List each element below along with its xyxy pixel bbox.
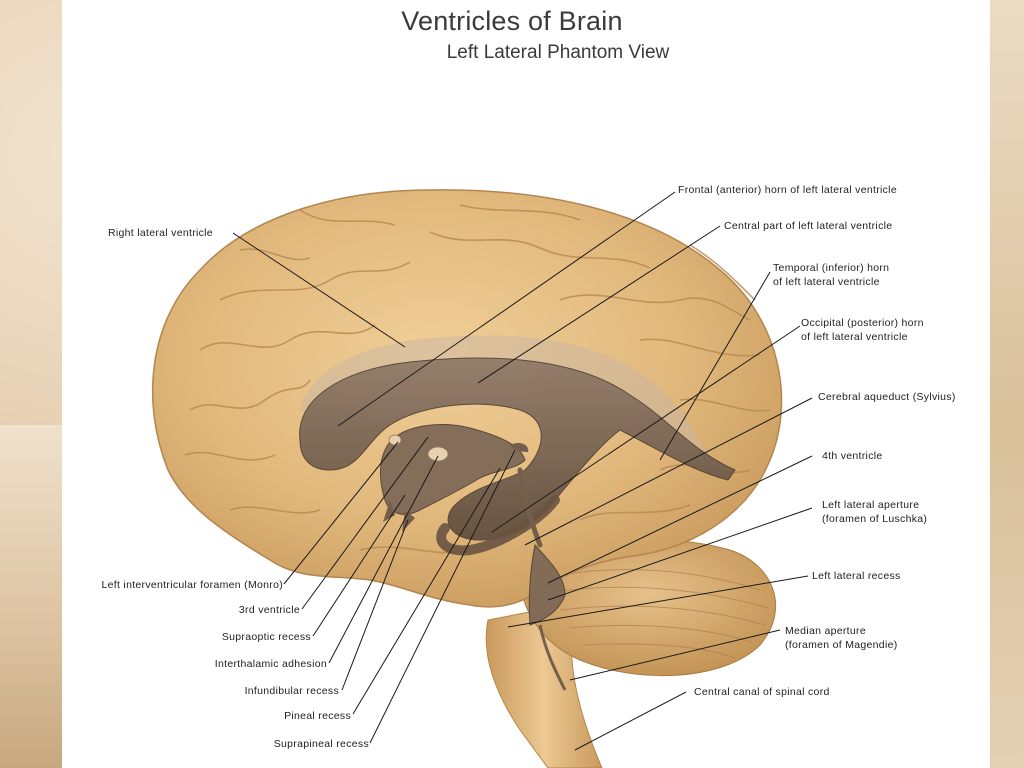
- leader-third-ventricle: [301, 436, 429, 610]
- leader-interthalamic-adhesion: [328, 455, 439, 664]
- cerebral-aqueduct-shape: [517, 467, 543, 548]
- pineal-recess-shape: [510, 442, 529, 452]
- diagram-title: Ventricles of Brain: [401, 6, 623, 36]
- leader-occipital-horn: [491, 325, 801, 533]
- label-pineal-recess: Pineal recess: [284, 710, 351, 722]
- label-occipital-horn-line1: Occipital (posterior) horn: [801, 317, 924, 329]
- leader-median-aperture: [569, 629, 781, 681]
- right-sketch-strip: [990, 0, 1024, 768]
- label-central-canal: Central canal of spinal cord: [694, 686, 830, 698]
- leader-right-lateral-ventricle: [232, 232, 406, 348]
- monro-foramen-shape: [388, 434, 402, 446]
- leader-central-part: [477, 225, 721, 384]
- label-left-lateral-recess: Left lateral recess: [812, 570, 901, 582]
- label-left-lateral-aperture-line2: (foramen of Luschka): [822, 513, 927, 525]
- leader-fourth-ventricle: [547, 455, 813, 584]
- diagram-subtitle: Left Lateral Phantom View: [446, 42, 670, 63]
- leader-lines: [232, 191, 813, 751]
- leader-pineal-recess: [352, 467, 501, 715]
- leader-infundibular-recess: [341, 519, 409, 691]
- label-central-part: Central part of left lateral ventricle: [724, 220, 892, 232]
- leader-temporal-horn: [659, 271, 771, 461]
- label-frontal-horn: Frontal (anterior) horn of left lateral …: [678, 184, 897, 196]
- label-median-aperture-line1: Median aperture: [785, 625, 866, 637]
- leader-left-lateral-recess: [507, 575, 809, 628]
- cerebral-sulci: [184, 204, 771, 554]
- leader-frontal-horn: [337, 191, 676, 427]
- fourth-ventricle-shape: [528, 543, 566, 626]
- third-ventricle-shape: [380, 423, 526, 515]
- label-median-aperture-line2: (foramen of Magendie): [785, 639, 898, 651]
- label-occipital-horn-line2: of left lateral ventricle: [801, 331, 908, 343]
- ventricular-system: [299, 335, 736, 691]
- label-fourth-ventricle: 4th ventricle: [822, 450, 883, 462]
- supraoptic-recess-shape: [383, 500, 395, 522]
- central-canal-shape: [538, 624, 567, 691]
- leader-cerebral-aqueduct: [524, 397, 813, 546]
- label-interthalamic-adhesion: Interthalamic adhesion: [215, 658, 327, 670]
- label-suprapineal-recess: Suprapineal recess: [274, 738, 369, 750]
- leader-supraoptic-recess: [312, 494, 406, 637]
- temporal-horn-shape: [436, 495, 560, 556]
- leader-monro-foramen: [283, 441, 399, 585]
- label-left-lateral-aperture-line1: Left lateral aperture: [822, 499, 919, 511]
- label-monro-foramen: Left interventricular foramen (Monro): [102, 579, 284, 591]
- labels: Right lateral ventricle Frontal (anterio…: [102, 184, 956, 750]
- interthalamic-adhesion-shape: [427, 446, 449, 462]
- label-temporal-horn-line2: of left lateral ventricle: [773, 276, 880, 288]
- label-supraoptic-recess: Supraoptic recess: [222, 631, 311, 643]
- leader-suprapineal-recess: [369, 449, 516, 744]
- label-cerebral-aqueduct: Cerebral aqueduct (Sylvius): [818, 391, 956, 403]
- label-temporal-horn-line1: Temporal (inferior) horn: [773, 262, 889, 274]
- leader-central-canal: [574, 691, 687, 751]
- left-sketch-strip: [0, 425, 62, 768]
- label-third-ventricle: 3rd ventricle: [239, 604, 300, 616]
- leader-left-lateral-aperture: [547, 507, 813, 601]
- label-infundibular-recess: Infundibular recess: [245, 685, 339, 697]
- label-right-lateral-ventricle: Right lateral ventricle: [108, 227, 213, 239]
- cerebellum-folia: [554, 569, 769, 659]
